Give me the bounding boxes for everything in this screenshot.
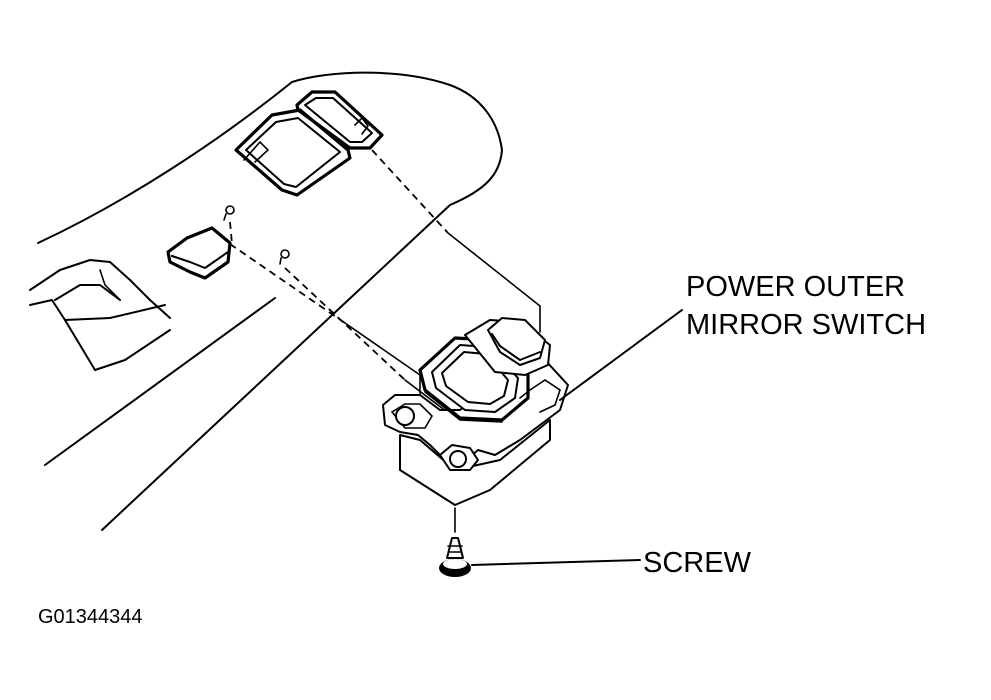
door-armrest-panel bbox=[29, 71, 503, 531]
figure-code: G01344344 bbox=[38, 606, 143, 628]
panel-screw-holes bbox=[223, 205, 290, 265]
panel-switch-openings bbox=[234, 90, 384, 197]
panel-lock-button bbox=[166, 226, 232, 280]
callout-leaders bbox=[471, 309, 683, 566]
switch-label-line-1: POWER OUTER bbox=[686, 271, 905, 303]
switch-label-line-2: MIRROR SWITCH bbox=[686, 309, 926, 341]
screw bbox=[439, 537, 471, 577]
power-outer-mirror-switch bbox=[382, 317, 569, 506]
screw-label: SCREW bbox=[643, 547, 752, 579]
